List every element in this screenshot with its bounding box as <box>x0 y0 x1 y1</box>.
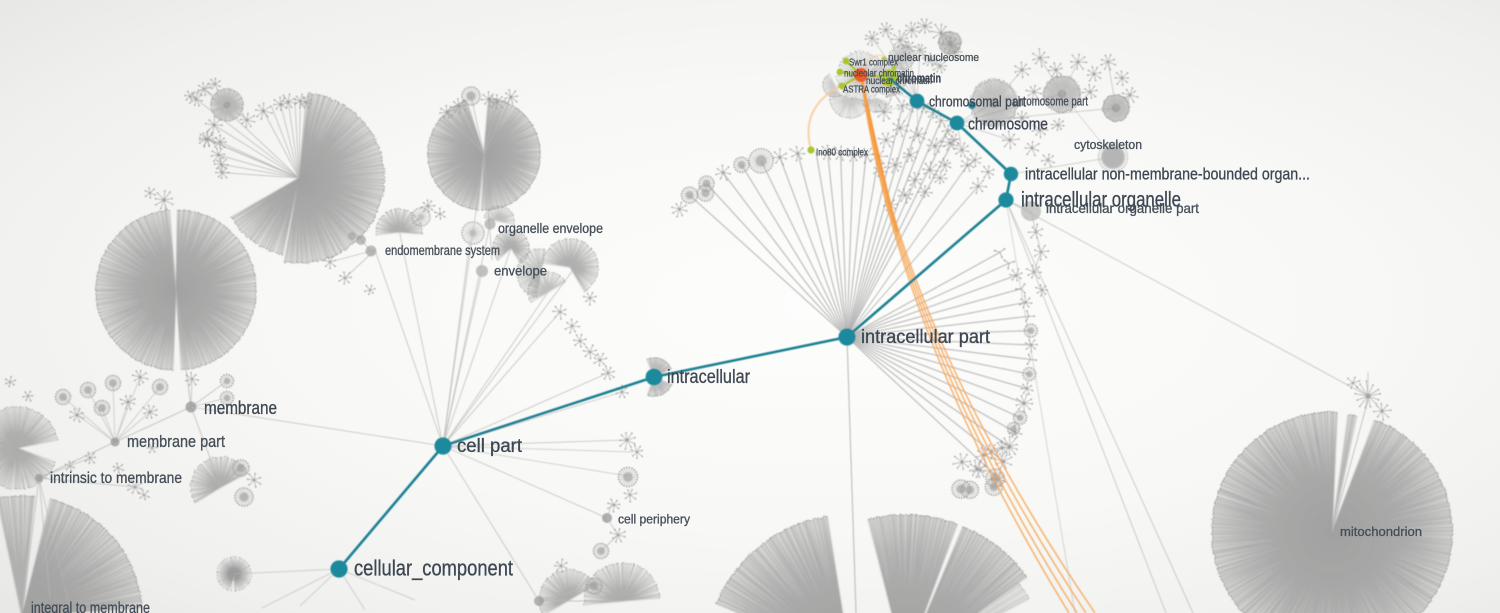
svg-text:intracellular organelle: intracellular organelle <box>1021 189 1181 212</box>
svg-text:cell periphery: cell periphery <box>618 513 691 527</box>
svg-text:integral to membrane: integral to membrane <box>31 600 150 613</box>
svg-text:nucleolar chromatin: nucleolar chromatin <box>844 68 914 80</box>
svg-text:intracellular: intracellular <box>667 367 751 388</box>
svg-text:intracellular non-membrane-bou: intracellular non-membrane-bounded organ… <box>1025 165 1310 184</box>
svg-text:envelope: envelope <box>494 263 547 279</box>
svg-text:chromosome: chromosome <box>968 115 1048 134</box>
svg-text:membrane: membrane <box>204 398 277 418</box>
svg-text:ASTRA complex: ASTRA complex <box>843 84 901 96</box>
svg-text:chromatin: chromatin <box>897 71 941 86</box>
svg-text:intracellular part: intracellular part <box>861 327 991 348</box>
svg-text:nuclear nucleosome: nuclear nucleosome <box>888 52 979 64</box>
svg-text:Ino80 complex: Ino80 complex <box>816 147 869 159</box>
svg-text:cell part: cell part <box>457 436 523 457</box>
svg-text:mitochondrion: mitochondrion <box>1340 524 1422 539</box>
svg-text:intracellular organelle part: intracellular organelle part <box>1046 200 1199 216</box>
svg-text:endomembrane system: endomembrane system <box>385 242 500 258</box>
svg-text:chromosomal part: chromosomal part <box>929 94 1027 111</box>
svg-text:nuclear chromatin: nuclear chromatin <box>866 75 932 87</box>
svg-text:membrane part: membrane part <box>127 433 225 451</box>
svg-text:cellular_component: cellular_component <box>354 556 513 581</box>
svg-text:cytoskeleton: cytoskeleton <box>1074 137 1142 152</box>
svg-text:Swr1 complex: Swr1 complex <box>849 57 899 69</box>
svg-text:organelle envelope: organelle envelope <box>498 220 603 236</box>
svg-text:intrinsic to membrane: intrinsic to membrane <box>50 470 182 487</box>
svg-text:chromosome part: chromosome part <box>1013 94 1088 109</box>
